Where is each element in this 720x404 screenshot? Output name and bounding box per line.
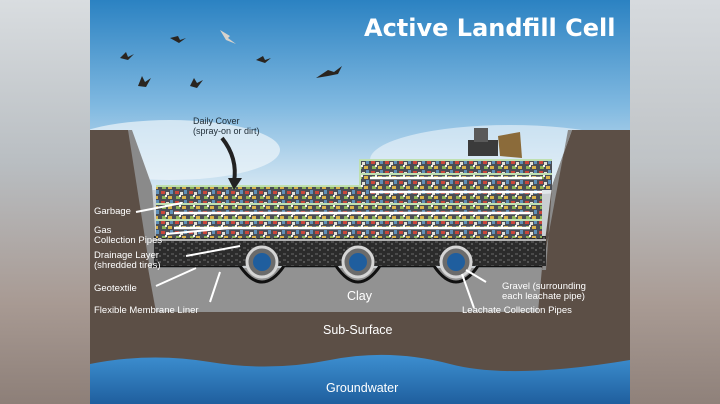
gas-collection-pipes xyxy=(174,176,542,230)
label-gas: Gas xyxy=(94,225,112,236)
label-drainage-sub: (shredded tires) xyxy=(94,260,161,271)
bird-icon xyxy=(120,52,134,60)
label-daily-cover-sub: (spray-on or dirt) xyxy=(193,126,260,136)
label-geotextile: Geotextile xyxy=(94,283,137,294)
label-membrane: Flexible Membrane Liner xyxy=(94,305,199,316)
bird-icon xyxy=(138,76,151,87)
groundwater xyxy=(90,354,630,404)
label-gravel-sub: each leachate pipe) xyxy=(502,291,585,302)
clay-layer xyxy=(148,268,542,312)
earth-walls xyxy=(90,130,630,404)
title: Active Landfill Cell xyxy=(364,14,615,42)
bird-icon xyxy=(316,66,342,78)
membrane-liner xyxy=(152,264,542,284)
callout-lines xyxy=(135,202,487,309)
blurred-right-margin xyxy=(630,0,720,404)
bird-icon xyxy=(220,30,236,44)
label-subsurface: Sub-Surface xyxy=(323,323,393,337)
label-clay: Clay xyxy=(347,289,373,303)
daily-cover-layers xyxy=(156,159,552,221)
daily-cover-arrowhead xyxy=(228,178,242,190)
bulldozer-icon xyxy=(468,128,522,158)
label-garbage: Garbage xyxy=(94,206,131,217)
label-groundwater: Groundwater xyxy=(326,381,398,395)
bird-icon xyxy=(170,36,186,43)
label-daily-cover: Daily Cover xyxy=(193,116,240,126)
label-drainage: Drainage Layer xyxy=(94,250,159,261)
landfill-diagram: Active Landfill Cell Daily Cover (spray-… xyxy=(90,0,630,404)
label-leachate: Leachate Collection Pipes xyxy=(462,305,572,316)
label-gas-pipes: Collection Pipes xyxy=(94,235,162,246)
wall-inner-lining-left xyxy=(128,130,158,270)
leachate-pipes xyxy=(245,245,473,279)
bird-icon xyxy=(256,56,271,63)
label-gravel: Gravel (surrounding xyxy=(502,281,586,292)
blurred-left-margin xyxy=(0,0,90,404)
bird-icon xyxy=(190,78,203,88)
birds xyxy=(120,30,342,88)
